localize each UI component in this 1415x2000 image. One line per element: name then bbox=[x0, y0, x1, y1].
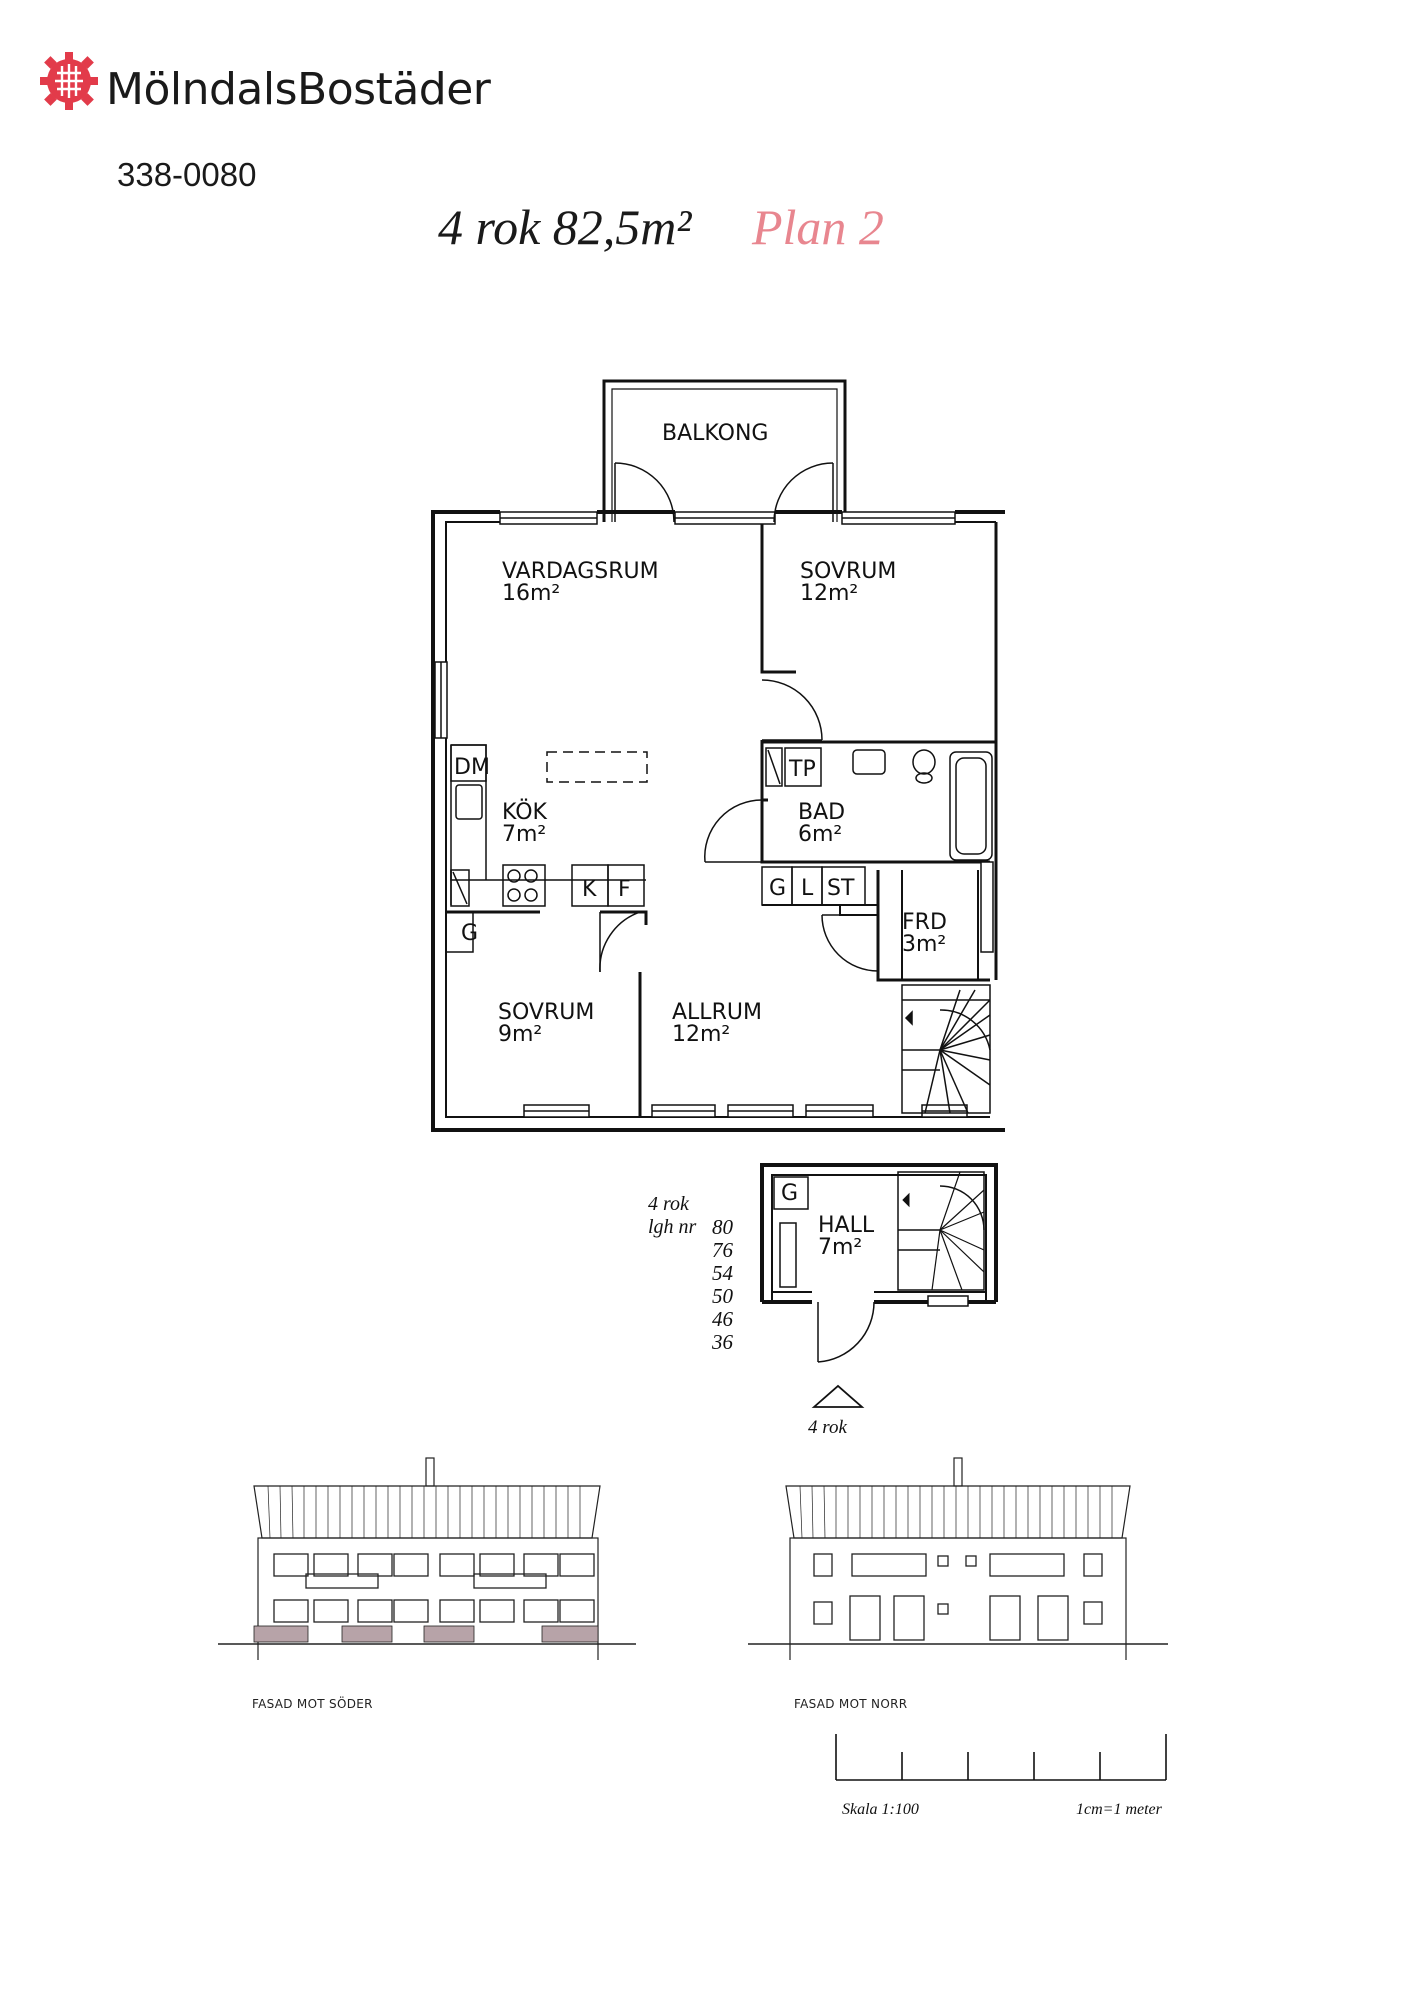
scale-unit: 1cm=1 meter bbox=[1076, 1801, 1163, 1818]
brand-name: MölndalsBostäder bbox=[106, 64, 491, 115]
room-vardagsrum-area: 16m² bbox=[502, 581, 560, 606]
facade-south-caption: FASAD MOT SÖDER bbox=[252, 1695, 373, 1711]
legend-number: 46 bbox=[712, 1307, 734, 1331]
room-bad-area: 6m² bbox=[798, 822, 842, 847]
room-sovrum-top-area: 12m² bbox=[800, 581, 858, 606]
staircase bbox=[901, 984, 991, 1114]
entrance-floor bbox=[760, 1163, 998, 1408]
legend-lgh-label: lgh nr bbox=[648, 1216, 697, 1238]
room-sovrum-bottom-area: 9m² bbox=[498, 1022, 542, 1047]
bathroom-fixtures bbox=[761, 747, 993, 906]
legend-number: 50 bbox=[712, 1284, 734, 1308]
room-sovrum-bottom-name: SOVRUM bbox=[498, 1000, 594, 1025]
plan-label: Plan 2 bbox=[752, 199, 884, 255]
fixture-g-kitchen: G bbox=[461, 921, 478, 946]
fixture-g-entrance: G bbox=[781, 1181, 798, 1206]
fixture-g-hallway: G bbox=[769, 876, 786, 901]
room-kok-area: 7m² bbox=[502, 822, 546, 847]
fixture-st: ST bbox=[827, 876, 855, 901]
legend-type: 4 rok bbox=[648, 1193, 690, 1215]
room-vardagsrum-name: VARDAGSRUM bbox=[502, 559, 659, 584]
apartment-title: 4 rok 82,5m² bbox=[438, 199, 692, 255]
room-bad-name: BAD bbox=[798, 800, 845, 825]
apartment-code: 338-0080 bbox=[117, 156, 257, 193]
facade-south-drawing bbox=[218, 1457, 636, 1660]
room-hall-area: 7m² bbox=[818, 1235, 862, 1260]
fixture-tp: TP bbox=[788, 757, 816, 782]
fixture-dm: DM bbox=[454, 755, 490, 780]
door-swings bbox=[599, 462, 879, 973]
scale-bar: Skala 1:100 1cm=1 meter bbox=[835, 1734, 1167, 1818]
fixture-f: F bbox=[618, 877, 631, 902]
room-frd-area: 3m² bbox=[902, 932, 946, 957]
room-hall-name: HALL bbox=[818, 1213, 875, 1238]
legend-number: 76 bbox=[712, 1238, 734, 1262]
legend-numbers: 80 76 54 50 46 36 bbox=[711, 1215, 734, 1354]
kitchen-fixtures bbox=[445, 744, 648, 953]
windows bbox=[434, 511, 994, 1118]
room-sovrum-top-name: SOVRUM bbox=[800, 559, 896, 584]
room-allrum-area: 12m² bbox=[672, 1022, 730, 1047]
fixture-k: K bbox=[582, 877, 597, 902]
room-allrum-name: ALLRUM bbox=[672, 1000, 762, 1025]
room-frd-name: FRD bbox=[902, 910, 947, 935]
room-kok-name: KÖK bbox=[502, 799, 548, 825]
facade-north-caption: FASAD MOT NORR bbox=[794, 1697, 907, 1711]
balcony-label: BALKONG bbox=[662, 421, 768, 446]
legend-number: 36 bbox=[711, 1330, 734, 1354]
facade-north-drawing bbox=[748, 1457, 1168, 1660]
brand-logo-icon bbox=[40, 52, 98, 110]
legend-number: 80 bbox=[712, 1215, 734, 1239]
scale-label: Skala 1:100 bbox=[842, 1801, 919, 1818]
legend-number: 54 bbox=[712, 1261, 734, 1285]
entrance-label: 4 rok bbox=[808, 1417, 847, 1438]
fixture-l: L bbox=[801, 876, 814, 901]
